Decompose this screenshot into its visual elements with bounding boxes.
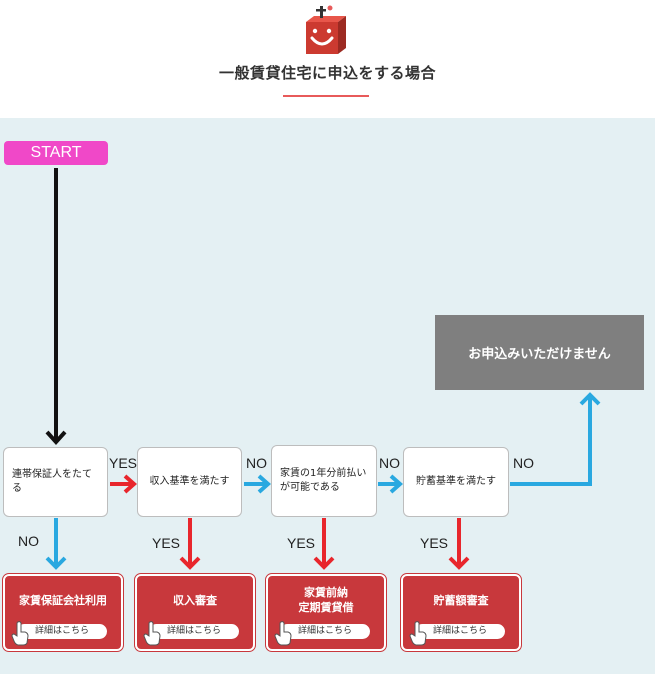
label-yes-prepay: YES bbox=[287, 535, 316, 551]
start-terminal: START bbox=[4, 141, 108, 165]
label-no-prepay: NO bbox=[379, 455, 400, 471]
decision-guarantor: 連帯保証人をたてる bbox=[3, 447, 108, 517]
card-savings-review[interactable]: 貯蓄額審査 詳細はこちら bbox=[400, 573, 522, 652]
decision-income: 収入基準を満たす bbox=[137, 447, 242, 517]
decision-income-label: 収入基準を満たす bbox=[149, 476, 230, 487]
label-yes-guarantor: YES bbox=[109, 455, 138, 471]
decision-prepay-label: 家賃の1年分前払いが可能である bbox=[280, 468, 367, 493]
smiling-box-mascot-icon bbox=[306, 5, 346, 54]
details-link[interactable]: 詳細はこちら bbox=[415, 624, 505, 639]
pointing-hand-icon bbox=[143, 621, 161, 646]
end-not-eligible: お申込みいただけません bbox=[435, 315, 644, 390]
pointing-hand-icon bbox=[274, 621, 292, 646]
page-header: 一般賃貸住宅に申込をする場合 bbox=[0, 0, 655, 118]
card-title: 収入審査 bbox=[173, 593, 217, 607]
card-title: 家賃保証会社利用 bbox=[19, 593, 107, 607]
decision-prepay: 家賃の1年分前払いが可能である bbox=[271, 445, 377, 517]
label-no-savings: NO bbox=[513, 455, 534, 471]
card-guarantor-company[interactable]: 家賃保証会社利用 詳細はこちら bbox=[2, 573, 124, 652]
details-link[interactable]: 詳細はこちら bbox=[17, 624, 107, 639]
card-title-line2: 定期賃貸借 bbox=[298, 601, 354, 614]
label-yes-income: YES bbox=[152, 535, 181, 551]
decision-guarantor-label: 連帯保証人をたてる bbox=[12, 469, 92, 494]
card-prepay-fixed-lease[interactable]: 家賃前納 定期賃貸借 詳細はこちら bbox=[265, 573, 387, 652]
label-no-guarantor: NO bbox=[18, 533, 39, 549]
details-link[interactable]: 詳細はこちら bbox=[280, 624, 370, 639]
card-title: 貯蓄額審査 bbox=[433, 593, 489, 607]
page-title: 一般賃貸住宅に申込をする場合 bbox=[218, 64, 436, 82]
pointing-hand-icon bbox=[409, 621, 427, 646]
decision-savings-label: 貯蓄基準を満たす bbox=[416, 476, 496, 487]
pointing-hand-icon bbox=[11, 621, 29, 646]
card-title-line1: 家賃前納 bbox=[304, 586, 348, 599]
card-income-review[interactable]: 収入審査 詳細はこちら bbox=[134, 573, 256, 652]
card-title: 家賃前納 定期賃貸借 bbox=[268, 576, 384, 624]
details-link[interactable]: 詳細はこちら bbox=[149, 624, 239, 639]
decision-savings: 貯蓄基準を満たす bbox=[403, 447, 509, 517]
label-yes-savings: YES bbox=[420, 535, 449, 551]
label-no-income: NO bbox=[246, 455, 267, 471]
title-underline bbox=[283, 95, 369, 97]
end-not-eligible-label: お申込みいただけません bbox=[468, 347, 611, 362]
